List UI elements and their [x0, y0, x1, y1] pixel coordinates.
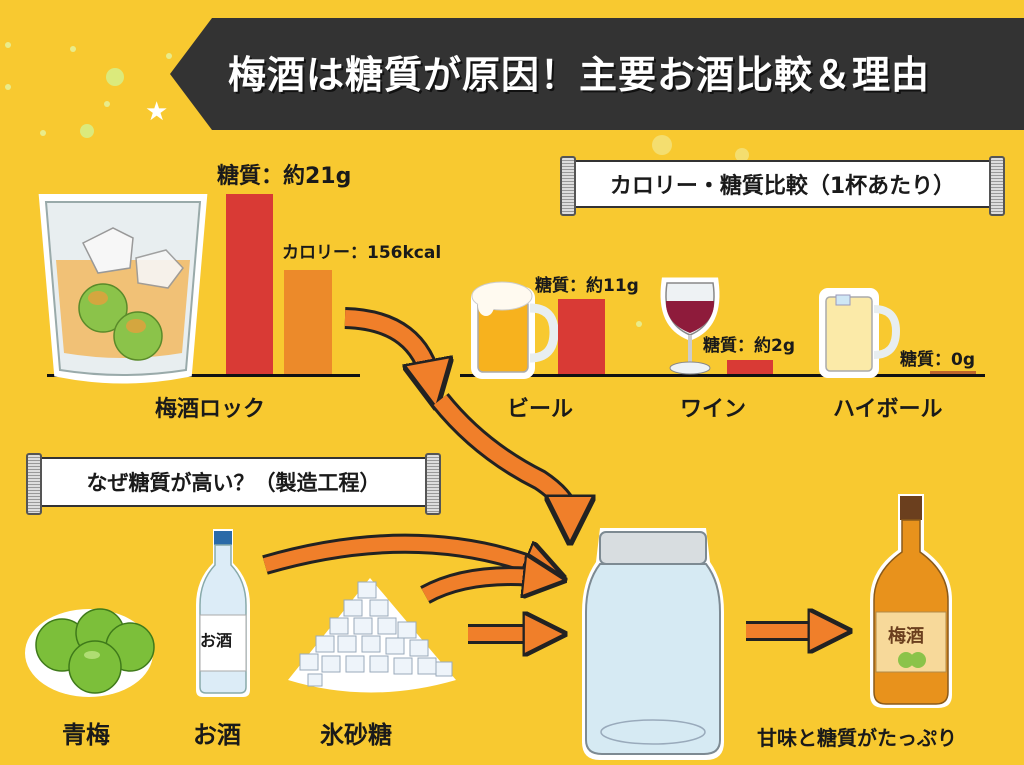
sake-bottle-icon	[196, 529, 250, 697]
ingredient-label-sake: お酒	[193, 721, 241, 749]
chart-baseline	[47, 374, 360, 377]
wine-glass-icon	[660, 277, 720, 375]
ingredient-label-ume: 青梅	[62, 721, 110, 749]
umeshu-sugar-value: 糖質：約21g	[217, 164, 352, 189]
wine-sugar-value: 糖質：約2g	[703, 336, 795, 356]
decor-dot	[5, 84, 11, 90]
sake-bottle-label-text: お酒	[200, 631, 233, 650]
highball-label: ハイボール	[833, 397, 943, 422]
umeshu-calorie-value: カロリー：156kcal	[282, 243, 442, 263]
beer-label: ビール	[507, 397, 574, 422]
beer-mug-icon	[471, 281, 558, 379]
ingredient-label-rock-sugar: 氷砂糖	[320, 721, 392, 749]
process-header: なぜ糖質が高い？（製造工程）	[26, 453, 441, 515]
highball-mug-icon	[819, 288, 900, 378]
decor-dot	[106, 68, 124, 86]
decor-dot	[104, 101, 110, 107]
highball-sugar-value: 糖質：0g	[900, 350, 975, 370]
wine-label: ワイン	[680, 397, 747, 422]
decor-dot	[735, 148, 749, 162]
beer-sugar-value: 糖質：約11g	[535, 276, 639, 296]
umeshu-bottle-icon	[870, 494, 952, 708]
decor-dot	[5, 42, 11, 48]
comparison-header: カロリー・糖質比較（1杯あたり）	[560, 156, 1005, 216]
decor-dot	[166, 53, 172, 59]
umeshu-calorie-bar	[284, 270, 332, 374]
umeshu-rock-glass-icon	[38, 194, 208, 384]
decor-dot	[70, 46, 76, 52]
green-ume-icon	[25, 608, 155, 697]
decor-dot	[40, 130, 46, 136]
page-title: 梅酒は糖質が原因！主要お酒比較＆理由	[228, 53, 931, 97]
umeshu-rock-label: 梅酒ロック	[155, 397, 266, 422]
decor-dot	[636, 321, 642, 327]
highball-sugar-bar	[930, 371, 976, 374]
umeshu-bottle-label-text: 梅酒	[888, 626, 924, 647]
star-icon: ★	[145, 97, 169, 127]
beer-sugar-bar	[558, 299, 605, 374]
rock-sugar-icon	[288, 578, 456, 693]
umeshu-sugar-bar	[226, 194, 273, 374]
chart-baseline	[460, 374, 985, 377]
decor-dot	[652, 135, 672, 155]
wine-sugar-bar	[727, 360, 773, 374]
decor-dot	[80, 124, 94, 138]
title-banner	[170, 18, 1024, 130]
result-caption: 甘味と糖質がたっぷり	[757, 726, 957, 750]
glass-jar-icon	[582, 528, 724, 760]
